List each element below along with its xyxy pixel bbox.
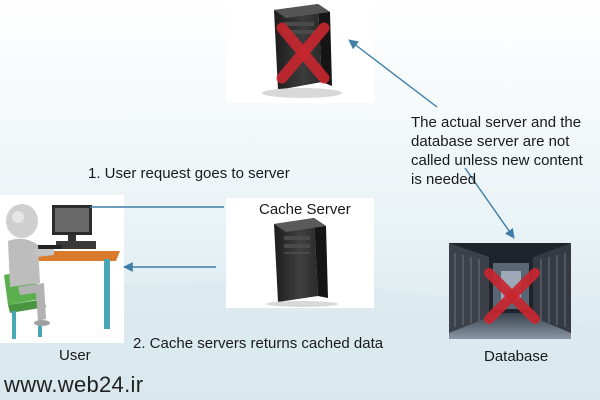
database-image — [449, 243, 571, 339]
cache-server-image — [226, 198, 374, 308]
note-line: called unless new content — [411, 152, 583, 169]
server-tower-crossed-icon — [262, 4, 342, 98]
cache-server-label: Cache Server — [259, 201, 351, 218]
user-image — [0, 195, 124, 343]
server-tower-icon — [266, 218, 338, 307]
datacenter-crossed-icon — [449, 243, 571, 339]
note-line: database server are not — [411, 133, 570, 150]
user-label: User — [59, 347, 91, 364]
database-label: Database — [484, 348, 549, 365]
step-response-text: 2. Cache servers returns cached data — [133, 335, 384, 352]
watermark-text: www.web24.ir — [4, 372, 144, 397]
user-at-computer-icon — [4, 204, 120, 339]
step-request-text: 1. User request goes to server — [88, 165, 290, 182]
note-line: is needed — [411, 171, 477, 188]
note-line: The actual server and the — [411, 114, 582, 131]
note-text: The actual server and the database serve… — [411, 113, 583, 189]
actual-server-image — [226, 0, 374, 103]
